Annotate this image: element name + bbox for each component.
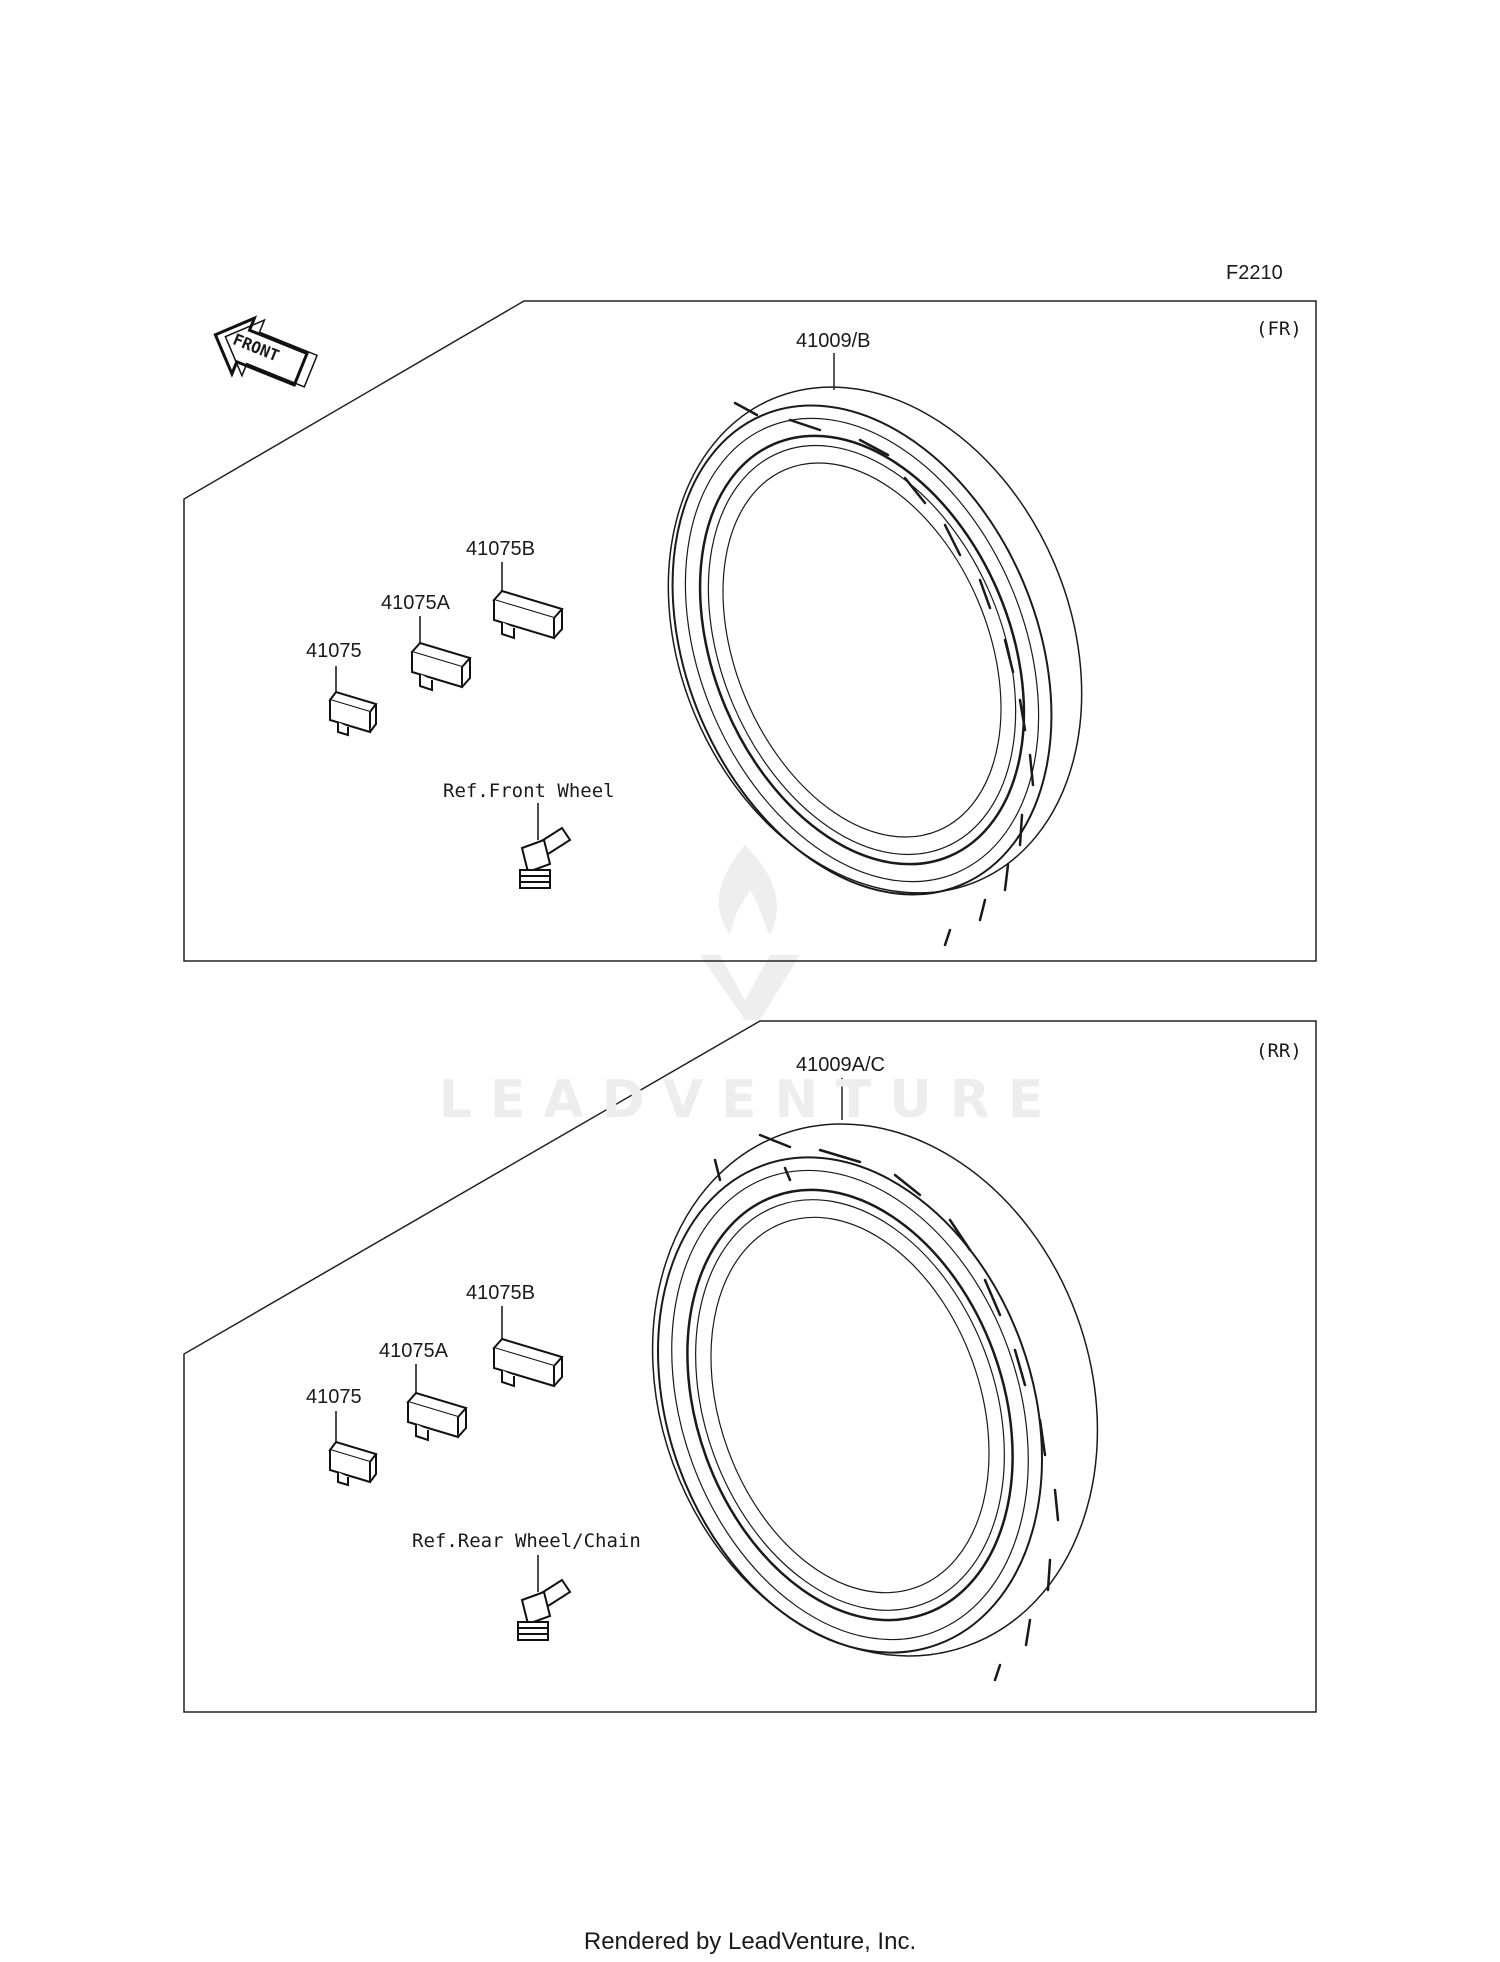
render-credit-footer: Rendered by LeadVenture, Inc. — [583, 1928, 917, 1955]
front-valve-reference[interactable]: Ref.Front Wheel — [443, 780, 615, 802]
front-tire-drawing — [667, 386, 1083, 947]
panel-front-border — [183, 300, 1317, 962]
rear-weight-41075a-drawing — [406, 1364, 468, 1442]
rear-weight-41075-part-number[interactable]: 41075 — [306, 1386, 362, 1408]
front-weight-41075-part-number[interactable]: 41075 — [306, 640, 362, 662]
leadventure-watermark-logo — [700, 845, 800, 1020]
rear-weight-41075a-part-number[interactable]: 41075A — [379, 1340, 448, 1362]
diagram-code: F2210 — [1226, 262, 1283, 284]
rear-weight-41075-drawing — [328, 1411, 378, 1487]
panel-rear-position-tag: (RR) — [1256, 1040, 1302, 1062]
rear-valve-reference[interactable]: Ref.Rear Wheel/Chain — [412, 1530, 641, 1552]
front-direction-arrow-icon — [213, 315, 319, 388]
panel-rear — [183, 1020, 1317, 1713]
rear-tire-drawing — [651, 1123, 1099, 1682]
rear-weight-41075b-drawing — [492, 1306, 564, 1388]
front-weight-41075b-drawing — [492, 562, 564, 640]
watermark-text: LEADVENTURE — [438, 1070, 1062, 1130]
front-weight-41075b-part-number[interactable]: 41075B — [466, 538, 535, 560]
rear-tire-part-number[interactable]: 41009A/C — [796, 1054, 885, 1076]
rear-weight-41075b-part-number[interactable]: 41075B — [466, 1282, 535, 1304]
front-weight-41075a-part-number[interactable]: 41075A — [381, 592, 450, 614]
front-tire-part-number[interactable]: 41009/B — [796, 330, 871, 352]
front-weight-41075a-drawing — [410, 616, 472, 692]
front-weight-41075-drawing — [328, 666, 378, 737]
rear-valve-drawing — [517, 1555, 572, 1641]
panel-rear-border — [183, 1020, 1317, 1713]
panel-front-position-tag: (FR) — [1256, 318, 1302, 340]
front-valve-drawing — [519, 803, 572, 889]
panel-front — [183, 300, 1317, 962]
